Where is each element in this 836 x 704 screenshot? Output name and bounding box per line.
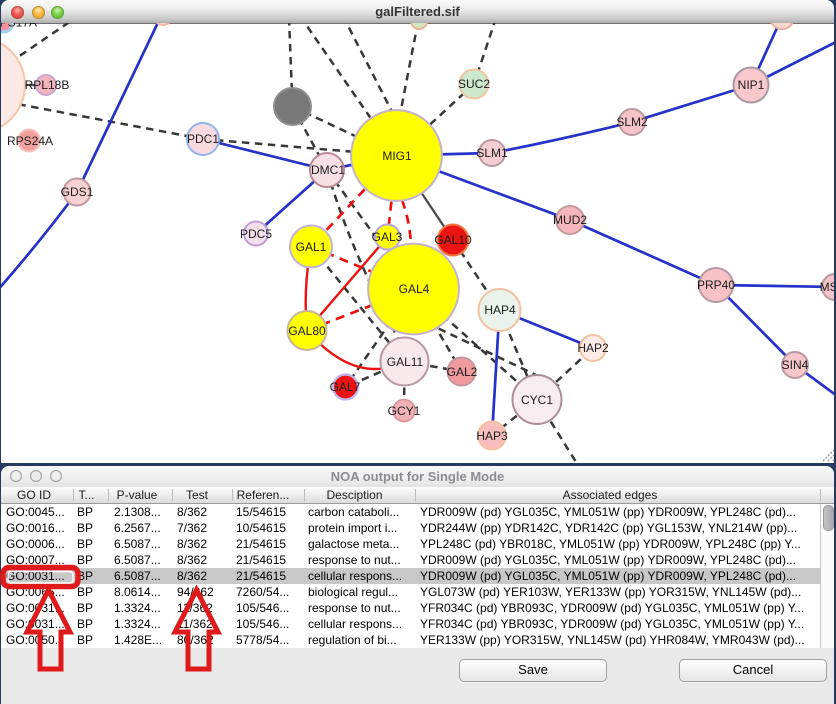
svg-text:HAP2: HAP2	[577, 341, 609, 355]
svg-text:MUD2: MUD2	[553, 213, 587, 227]
svg-text:GAL80: GAL80	[288, 324, 326, 338]
svg-text:GAL11: GAL11	[387, 355, 424, 369]
svg-text:NIP1: NIP1	[738, 78, 765, 92]
svg-text:RPL18B: RPL18B	[25, 78, 70, 92]
svg-text:GAL2: GAL2	[447, 365, 478, 379]
svg-text:GAL3: GAL3	[372, 230, 403, 244]
svg-text:PRP40: PRP40	[697, 278, 735, 292]
svg-text:RPS24A: RPS24A	[7, 134, 53, 148]
svg-text:HAP3: HAP3	[476, 429, 508, 443]
svg-text:SIN4: SIN4	[782, 358, 809, 372]
svg-text:SLM2: SLM2	[616, 115, 648, 129]
svg-text:HAP4: HAP4	[484, 303, 516, 317]
svg-text:RPS17A: RPS17A	[1, 23, 37, 30]
svg-text:PDC1: PDC1	[187, 132, 219, 146]
svg-text:GCY1: GCY1	[388, 404, 421, 418]
svg-text:GAL1: GAL1	[296, 240, 327, 254]
svg-text:GAL10: GAL10	[434, 233, 472, 247]
svg-text:CYC1: CYC1	[521, 393, 553, 407]
svg-text:GAL7: GAL7	[330, 380, 361, 394]
svg-text:DMC1: DMC1	[311, 163, 345, 177]
svg-text:MSN: MSN	[820, 280, 834, 294]
svg-text:GDS1: GDS1	[61, 185, 94, 199]
svg-text:PDC5: PDC5	[240, 227, 272, 241]
svg-text:MIG1: MIG1	[382, 149, 412, 163]
svg-text:SUC2: SUC2	[458, 77, 490, 91]
svg-text:SLM1: SLM1	[476, 146, 508, 160]
svg-text:GAL4: GAL4	[399, 282, 430, 296]
